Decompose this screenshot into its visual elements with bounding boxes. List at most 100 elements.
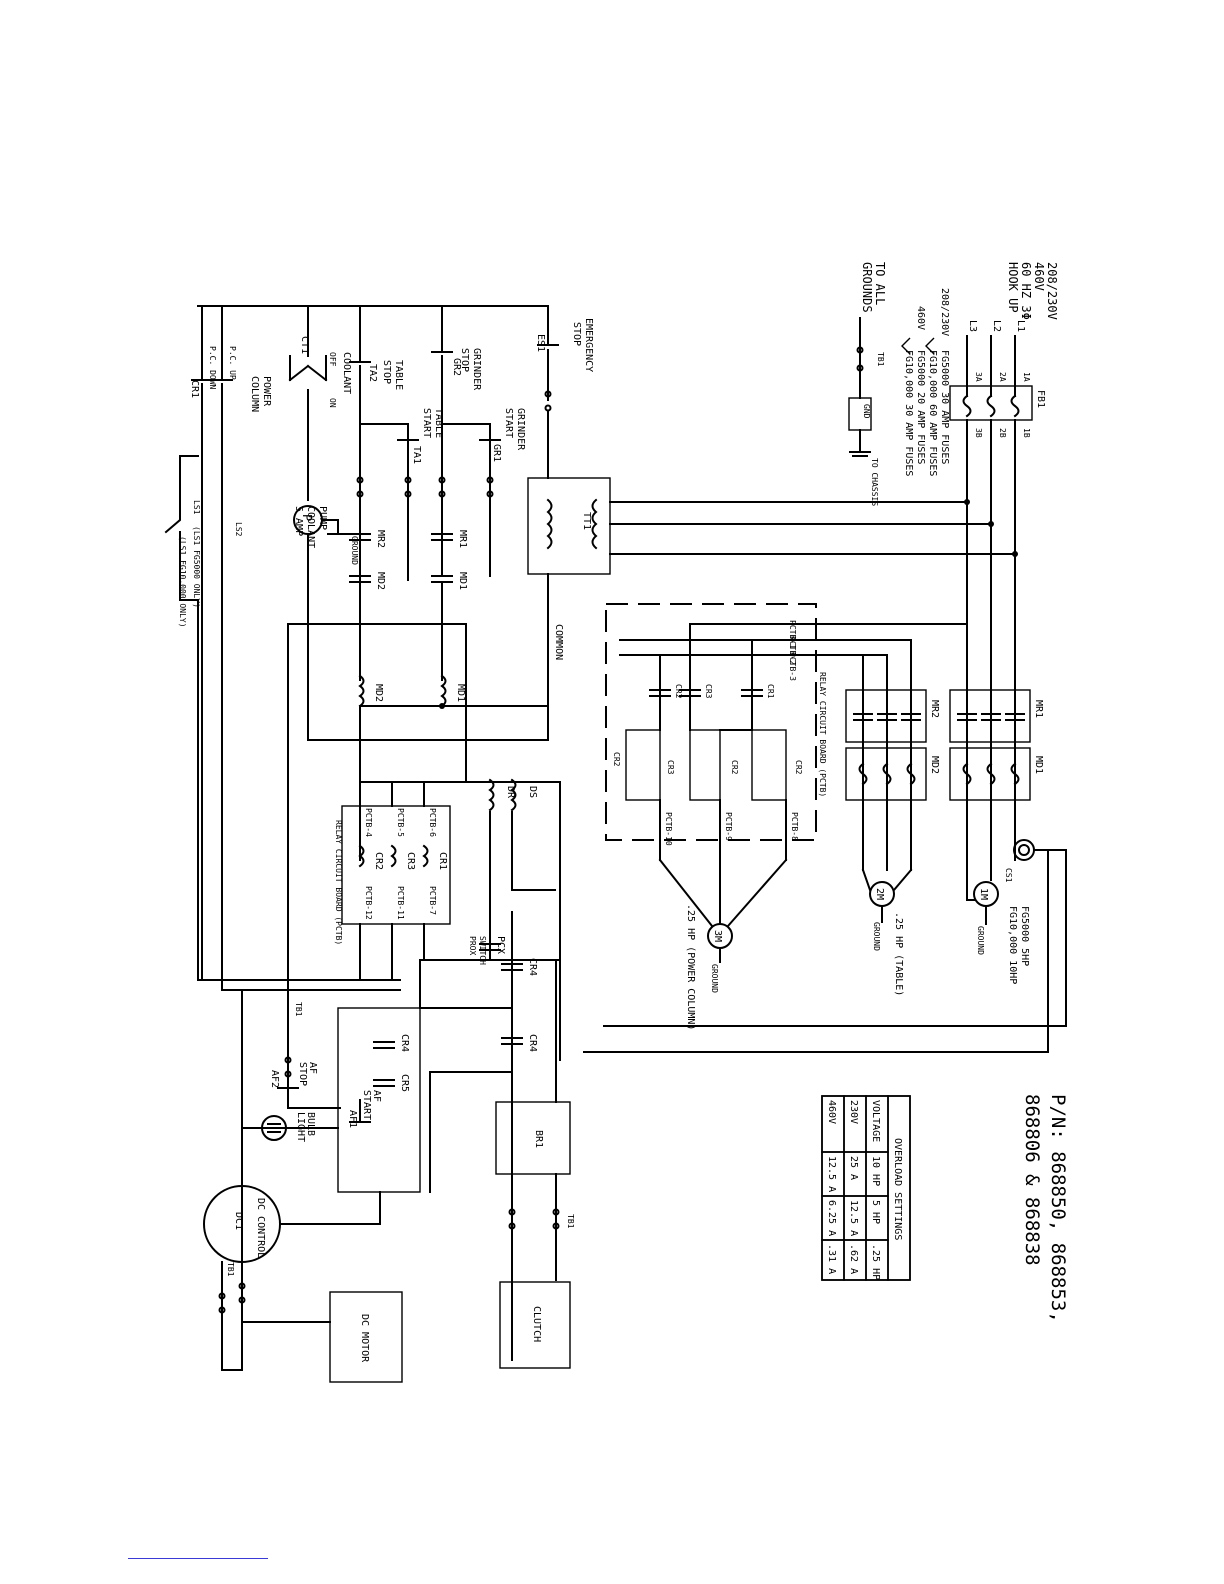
ta2-label: TA2 bbox=[367, 364, 378, 382]
md1-aux: MD1 bbox=[457, 572, 468, 590]
hookup-label: HOOK UP bbox=[1006, 262, 1020, 313]
part-number-line-2: 868806 & 868838 bbox=[1021, 1094, 1043, 1266]
power-column-label: POWER bbox=[261, 376, 272, 407]
overload-table-value: 6.25 A bbox=[826, 1200, 837, 1236]
fuse-block-label: FB1 bbox=[1035, 390, 1046, 408]
coolant-off: OFF bbox=[328, 352, 337, 367]
fuse-note-460: 460V bbox=[915, 306, 926, 330]
clutch-box bbox=[499, 1281, 571, 1369]
d-cr3: CR3 bbox=[704, 684, 713, 699]
power-column-relay: RELAY CIRCUIT BOARD (PCTB) CR2 CR3 CR1 C… bbox=[605, 603, 827, 1030]
overload-table-header: 5 HP bbox=[870, 1200, 881, 1224]
cr4-mid: CR4 bbox=[527, 1034, 538, 1052]
pctb-9: PCTB-9 bbox=[724, 812, 733, 841]
pctb-4: PCTB-4 bbox=[364, 808, 373, 837]
pump-label-3: PUMP bbox=[317, 506, 328, 530]
af2-label: AF2 bbox=[269, 1070, 280, 1088]
overload-table-value: .31 A bbox=[826, 1244, 837, 1274]
dc-motor-label: DC MOTOR bbox=[359, 1314, 370, 1363]
dr-coil: DR bbox=[505, 786, 516, 799]
tt1-label: TT1 bbox=[581, 512, 592, 530]
overload-table-title: OVERLOAD SETTINGS bbox=[892, 1138, 903, 1240]
pump-label-1: 5 AMP bbox=[293, 506, 304, 536]
relay-cr2: CR2 bbox=[373, 852, 384, 870]
relay-board-section: RELAY CIRCUIT BOARD (PCTB) PCTB-4 PCTB-5… bbox=[334, 778, 561, 1061]
term-2a: 2A bbox=[998, 372, 1007, 382]
ls1-note-2: (LS1 FG10,000 ONLY) bbox=[178, 536, 187, 628]
motor-2m-ground: GROUND bbox=[872, 922, 881, 951]
motor-3m-ground: GROUND bbox=[710, 964, 719, 993]
af1-label: AF1 bbox=[347, 1110, 358, 1128]
af-start-label-2: START bbox=[361, 1090, 372, 1120]
hookup-voltage-1: 208/230V bbox=[1045, 262, 1059, 320]
hookup-frequency: 60 HZ 3Φ bbox=[1019, 262, 1033, 320]
pump-ground: GROUND bbox=[350, 536, 359, 565]
d-cr2d: CR2 bbox=[794, 760, 803, 775]
dc-section: TB1 PCX PROX SWITCH CR4 CR4 AF STOP AF2 bbox=[197, 879, 575, 1383]
light-label: LIGHT bbox=[295, 1112, 306, 1142]
cr5-label: CR5 bbox=[399, 1074, 410, 1092]
pcx-label: PCX bbox=[495, 936, 506, 954]
dc-control-label: DC CONTROL bbox=[255, 1198, 266, 1258]
pump-p: P bbox=[300, 514, 314, 521]
pctb-10: PCTB-10 bbox=[664, 812, 673, 846]
to-grounds-label: GROUNDS bbox=[860, 262, 874, 313]
motor-1m-ground: GROUND bbox=[976, 926, 985, 955]
md2-coil: MD2 bbox=[373, 684, 384, 702]
motor-1m-label: 1M bbox=[978, 888, 989, 900]
pctb-8: PCTB-8 bbox=[790, 812, 799, 841]
overload-table-value: 12.5 A bbox=[848, 1200, 859, 1236]
hookup-voltage-2: 460V bbox=[1032, 262, 1046, 291]
transformer-tt1 bbox=[527, 477, 611, 575]
grinder-start-label-2: START bbox=[503, 408, 514, 438]
dc1-label: DC1 bbox=[233, 1212, 244, 1230]
fuse-note-460-fg10000: FG10,000 30 AMP FUSES bbox=[903, 350, 914, 476]
mr1-label: MR1 bbox=[1033, 700, 1044, 718]
table-start-label: TABLE bbox=[433, 408, 444, 438]
bottom-tb1-a: TB1 bbox=[294, 1002, 303, 1017]
motor-3m-spec: .25 HP (POWER COLUMN) bbox=[685, 904, 696, 1030]
d-cr3b: CR3 bbox=[666, 760, 675, 775]
fuse-note-208-fg10000: FG10,000 60 AMP FUSES bbox=[927, 350, 938, 476]
md2-aux: MD2 bbox=[375, 572, 386, 590]
overload-table-header: VOLTAGE bbox=[870, 1100, 881, 1142]
overload-table-value: 25 A bbox=[848, 1156, 859, 1180]
line-l2: L2 bbox=[991, 320, 1002, 332]
grinder-start-label: GRINDER bbox=[515, 408, 526, 451]
af-start-label: AF bbox=[371, 1090, 382, 1102]
af-stop-label: AF bbox=[307, 1062, 318, 1074]
common-label: COMMON bbox=[553, 624, 564, 660]
prox-switch-label: SWITCH bbox=[478, 936, 487, 965]
cr1-label: CR1 bbox=[189, 380, 200, 398]
pctb-12: PCTB-12 bbox=[364, 886, 373, 920]
fuse-note-460-fg5000: FG5000 20 AMP FUSES bbox=[915, 350, 926, 464]
bottom-tb1-c: TB1 bbox=[226, 1262, 235, 1277]
mr2-label: MR2 bbox=[929, 700, 940, 718]
light-bulb bbox=[261, 1115, 287, 1141]
coolant-label: COOLANT bbox=[341, 352, 352, 394]
motor-2m-label: 2M bbox=[874, 888, 885, 900]
ls2-label: LS2 bbox=[234, 522, 243, 537]
power-column-label-2: COLUMN bbox=[249, 376, 260, 412]
af-stop-label-2: STOP bbox=[297, 1062, 308, 1086]
relay-dashed-box bbox=[605, 603, 817, 841]
motor-1m-spec-1: FG5000 5HP bbox=[1019, 906, 1030, 966]
pctb-1: PCTB-1 bbox=[788, 620, 797, 649]
md1-label: MD1 bbox=[1033, 756, 1044, 774]
term-3a: 3A bbox=[974, 372, 983, 382]
ds-coil: DS bbox=[527, 786, 538, 798]
relay-cr1: CR1 bbox=[437, 852, 448, 870]
motor-2m-spec: .25 HP (TABLE) bbox=[893, 912, 904, 996]
relay-board-label: RELAY CIRCUIT BOARD (PCTB) bbox=[334, 820, 343, 945]
es1-label: ES1 bbox=[535, 334, 546, 352]
overload-table-value: 12.5 A bbox=[826, 1156, 837, 1192]
footer-rule bbox=[128, 1558, 268, 1559]
ls1-label: LS1 bbox=[192, 500, 201, 515]
overload-table-value: 460V bbox=[826, 1100, 837, 1124]
d-cr2c: CR2 bbox=[730, 760, 739, 775]
gr2-label: GR2 bbox=[451, 358, 462, 376]
bottom-tb1-b: TB1 bbox=[566, 1214, 575, 1229]
ct1-label: CT1 bbox=[299, 336, 310, 354]
